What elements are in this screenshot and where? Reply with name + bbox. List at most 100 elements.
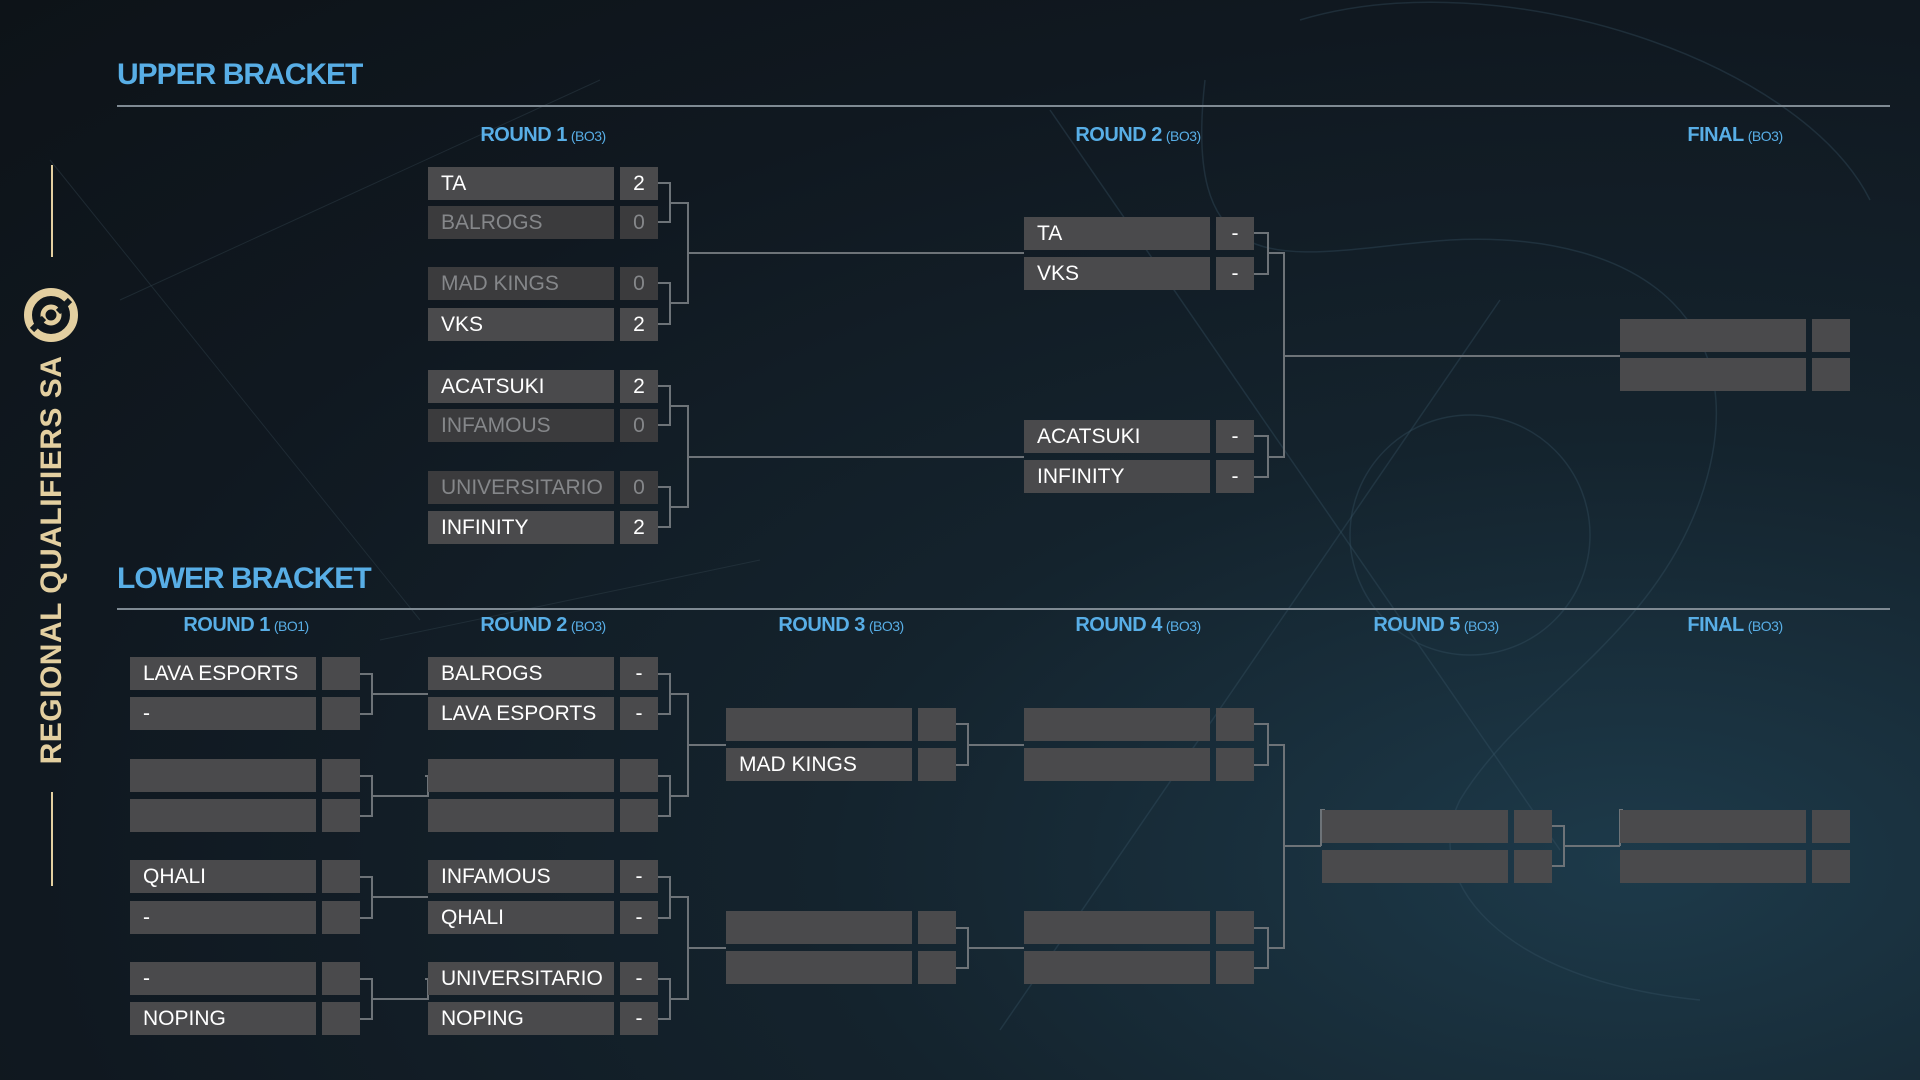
lower-round5-slot[interactable]: [1322, 850, 1552, 883]
lower-final-slot[interactable]: [1620, 850, 1850, 883]
team-score: [918, 911, 956, 944]
lower-round2-slot[interactable]: [428, 799, 658, 832]
team-name: LAVA ESPORTS: [130, 657, 316, 690]
team-name: NOPING: [428, 1002, 614, 1035]
lower-round3-slot[interactable]: [726, 911, 956, 944]
upper-final-slot[interactable]: [1620, 358, 1850, 391]
team-name: [1620, 810, 1806, 843]
team-score: 2: [620, 370, 658, 403]
lower-round1-slot[interactable]: QHALI: [130, 860, 360, 893]
team-name: QHALI: [428, 901, 614, 934]
team-name: VKS: [428, 308, 614, 341]
team-name: INFAMOUS: [428, 860, 614, 893]
lower-round1-slot[interactable]: NOPING: [130, 1002, 360, 1035]
team-score: [1812, 319, 1850, 352]
lower-round5-slot[interactable]: [1322, 810, 1552, 843]
lower-round1-slot[interactable]: LAVA ESPORTS: [130, 657, 360, 690]
team-score: -: [620, 697, 658, 730]
lower-round2-slot[interactable]: INFAMOUS-: [428, 860, 658, 893]
team-name: [130, 759, 316, 792]
lower-round2-slot[interactable]: [428, 759, 658, 792]
upper-divider: [117, 105, 1890, 107]
team-name: BALROGS: [428, 206, 614, 239]
team-name: [1322, 810, 1508, 843]
team-score: [1812, 358, 1850, 391]
upper-round2-slot[interactable]: ACATSUKI-: [1024, 420, 1254, 453]
team-name: ACATSUKI: [1024, 420, 1210, 453]
team-score: -: [1216, 420, 1254, 453]
team-score: [1514, 810, 1552, 843]
upper-round-title: ROUND 2(BO3): [1075, 124, 1201, 146]
upper-round-title: ROUND 1(BO3): [480, 124, 606, 146]
team-score: 0: [620, 206, 658, 239]
lower-round4-slot[interactable]: [1024, 708, 1254, 741]
lower-round1-slot[interactable]: -: [130, 697, 360, 730]
team-score: 0: [620, 409, 658, 442]
lower-round-title: FINAL(BO3): [1687, 614, 1783, 636]
team-score: [322, 657, 360, 690]
upper-round2-slot[interactable]: VKS-: [1024, 257, 1254, 290]
lower-round1-slot[interactable]: -: [130, 901, 360, 934]
lower-round1-slot[interactable]: [130, 799, 360, 832]
team-name: UNIVERSITARIO: [428, 471, 614, 504]
lower-round2-slot[interactable]: NOPING-: [428, 1002, 658, 1035]
team-name: UNIVERSITARIO: [428, 962, 614, 995]
team-name: [726, 911, 912, 944]
lower-round-title: ROUND 5(BO3): [1373, 614, 1499, 636]
team-score: [322, 759, 360, 792]
team-name: INFINITY: [428, 511, 614, 544]
team-score: [620, 799, 658, 832]
lower-round1-slot[interactable]: [130, 759, 360, 792]
upper-round2-slot[interactable]: INFINITY-: [1024, 460, 1254, 493]
team-score: [322, 1002, 360, 1035]
team-name: TA: [428, 167, 614, 200]
sidebar-divider-top: [51, 165, 53, 257]
team-name: QHALI: [130, 860, 316, 893]
team-score: -: [1216, 460, 1254, 493]
upper-bracket-title: UPPER BRACKET: [117, 58, 363, 91]
lower-round2-slot[interactable]: UNIVERSITARIO-: [428, 962, 658, 995]
lower-round-title: ROUND 2(BO3): [480, 614, 606, 636]
lower-round2-slot[interactable]: LAVA ESPORTS-: [428, 697, 658, 730]
upper-round-title: FINAL(BO3): [1687, 124, 1783, 146]
team-name: [428, 759, 614, 792]
team-score: [918, 951, 956, 984]
lower-round3-slot[interactable]: MAD KINGS: [726, 748, 956, 781]
upper-round2-slot[interactable]: TA-: [1024, 217, 1254, 250]
team-score: [322, 697, 360, 730]
lower-round2-slot[interactable]: BALROGS-: [428, 657, 658, 690]
lower-round2-slot[interactable]: QHALI-: [428, 901, 658, 934]
lower-final-slot[interactable]: [1620, 810, 1850, 843]
upper-final-slot[interactable]: [1620, 319, 1850, 352]
lower-round4-slot[interactable]: [1024, 911, 1254, 944]
team-name: [1322, 850, 1508, 883]
team-name: MAD KINGS: [726, 748, 912, 781]
lower-round3-slot[interactable]: [726, 708, 956, 741]
team-name: INFINITY: [1024, 460, 1210, 493]
lower-round3-slot[interactable]: [726, 951, 956, 984]
team-score: 0: [620, 267, 658, 300]
lower-round4-slot[interactable]: [1024, 951, 1254, 984]
team-score: [918, 748, 956, 781]
team-score: [1812, 810, 1850, 843]
team-score: -: [620, 901, 658, 934]
team-name: [1024, 951, 1210, 984]
team-score: [1216, 708, 1254, 741]
event-title: REGIONAL QUALIFIERS SA: [35, 355, 68, 765]
team-name: -: [130, 697, 316, 730]
lower-round4-slot[interactable]: [1024, 748, 1254, 781]
dpc-logo-icon: [24, 288, 78, 342]
team-score: [322, 799, 360, 832]
sidebar-divider-bottom: [51, 792, 53, 886]
team-score: [322, 962, 360, 995]
lower-round1-slot[interactable]: -: [130, 962, 360, 995]
